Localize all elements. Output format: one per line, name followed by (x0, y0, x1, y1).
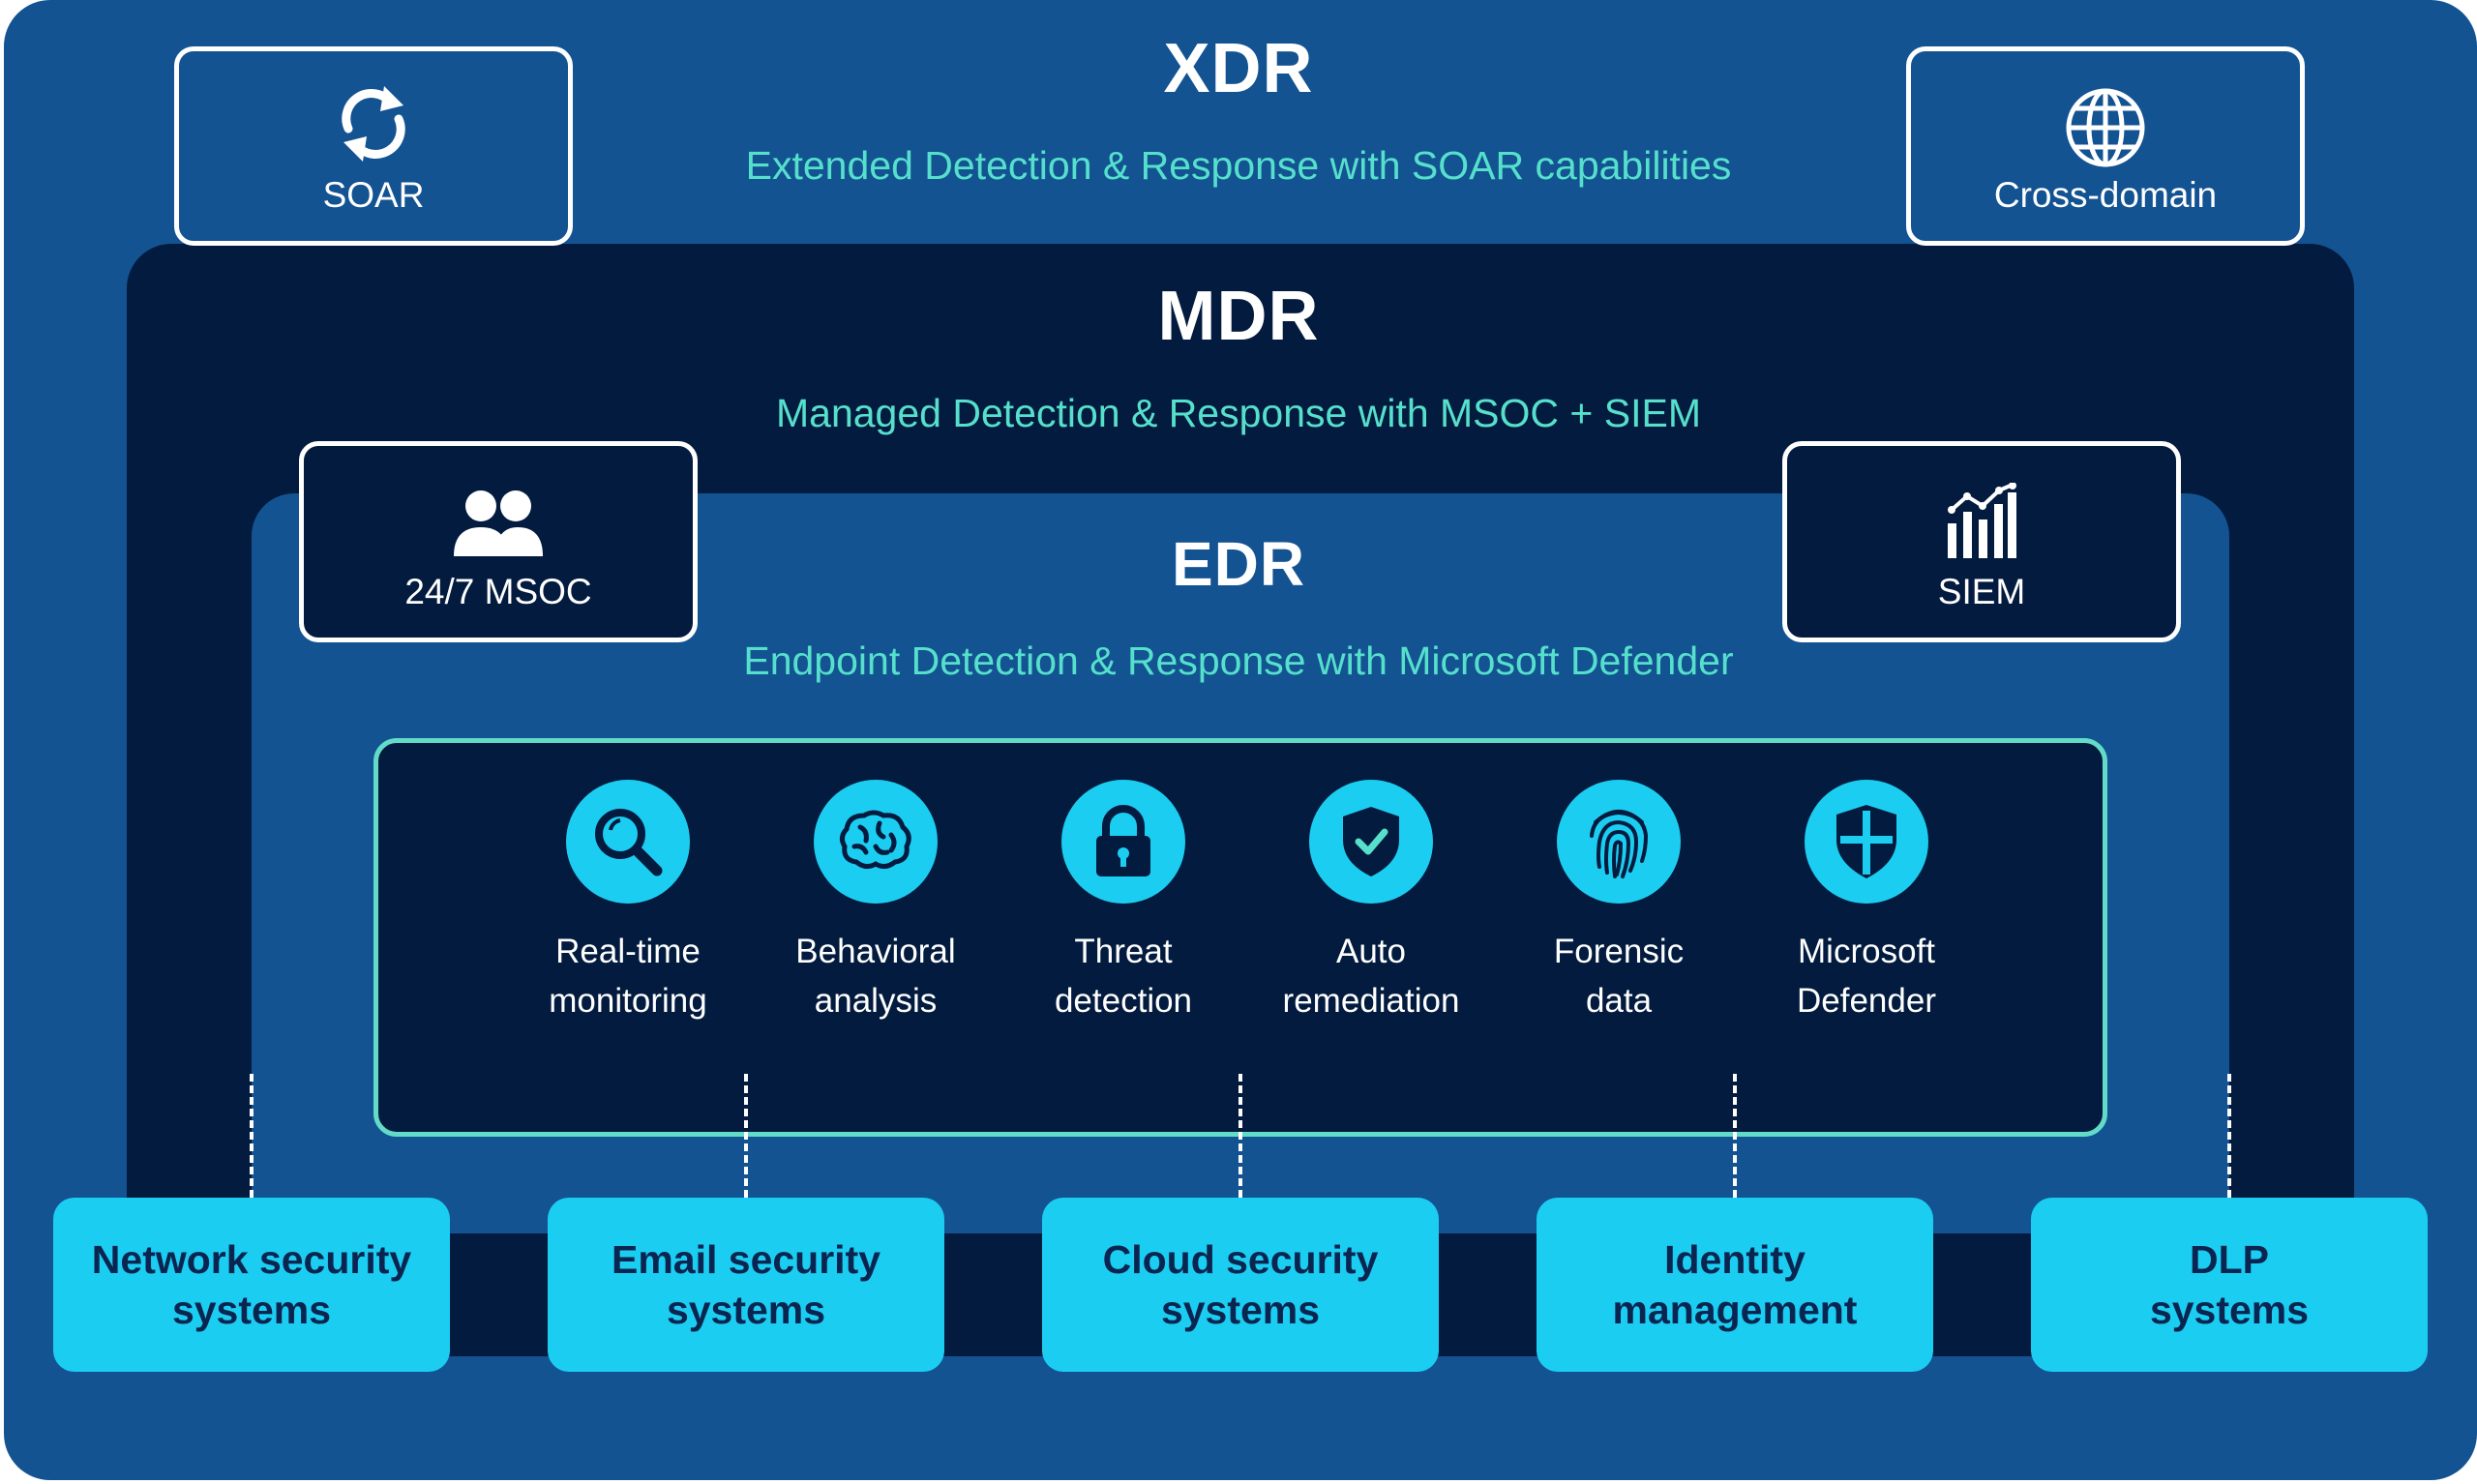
siem-box: SIEM (1782, 441, 2181, 642)
system-box-dlp: DLP systems (2031, 1198, 2428, 1372)
capability-label-line1: Threat (1074, 933, 1173, 970)
capability-item: Behavioral analysis (731, 780, 1021, 1025)
system-box-identity: Identity management (1537, 1198, 1933, 1372)
lock-icon (1061, 780, 1185, 904)
connector-line (744, 1074, 748, 1198)
edr-title: EDR (1171, 529, 1306, 599)
system-box-email: Email security systems (548, 1198, 944, 1372)
capability-item: Threat detection (978, 780, 1268, 1025)
magnifier-icon (566, 780, 690, 904)
system-label-line2: management (1612, 1288, 1858, 1332)
connector-line (2227, 1074, 2231, 1198)
edr-subtitle: Endpoint Detection & Response with Micro… (743, 638, 1734, 683)
siem-label: SIEM (1937, 572, 2026, 611)
fingerprint-icon (1557, 780, 1681, 904)
xdr-title: XDR (1163, 30, 1314, 107)
mdr-title: MDR (1157, 278, 1320, 355)
connector-line (1733, 1074, 1737, 1198)
sync-arrows-icon (334, 80, 413, 176)
capability-label-line2: Defender (1797, 982, 1936, 1020)
xdr-subtitle: Extended Detection & Response with SOAR … (745, 143, 1732, 188)
connector-line (1238, 1074, 1242, 1198)
system-label-line2: systems (666, 1288, 826, 1332)
brain-icon (814, 780, 938, 904)
capability-label-line1: Auto (1336, 933, 1406, 970)
capability-item: Forensic data (1474, 780, 1764, 1025)
capability-label-line2: analysis (814, 982, 938, 1020)
system-label-line1: DLP (2190, 1237, 2269, 1282)
capability-item: Real-time monitoring (483, 780, 773, 1025)
system-box-network: Network security systems (53, 1198, 450, 1372)
capability-label-line2: remediation (1282, 982, 1460, 1020)
capability-label-line1: Microsoft (1798, 933, 1935, 970)
globe-icon (2064, 86, 2147, 178)
soar-label: SOAR (322, 175, 425, 215)
chart-icon (1946, 482, 2017, 567)
system-label-line2: systems (1160, 1288, 1321, 1332)
soar-box: SOAR (174, 46, 573, 246)
capability-label-line2: monitoring (549, 982, 707, 1020)
shield-cross-icon (1805, 780, 1928, 904)
system-label-line1: Cloud security (1102, 1237, 1379, 1282)
capability-label-line2: data (1585, 982, 1653, 1020)
system-box-cloud: Cloud security systems (1042, 1198, 1439, 1372)
cross-domain-box: Cross-domain (1906, 46, 2305, 246)
system-label-line2: systems (171, 1288, 332, 1332)
team-icon (452, 489, 545, 567)
capability-label-line1: Real-time (555, 933, 701, 970)
system-label-line1: Identity (1664, 1237, 1806, 1282)
capability-item: Auto remediation (1226, 780, 1516, 1025)
system-label-line1: Network security (91, 1237, 412, 1282)
msoc-label: 24/7 MSOC (404, 572, 592, 611)
capability-label-line1: Forensic (1553, 933, 1685, 970)
system-label-line2: systems (2149, 1288, 2310, 1332)
msoc-box: 24/7 MSOC (299, 441, 698, 642)
system-label-line1: Email security (611, 1237, 881, 1282)
mdr-subtitle: Managed Detection & Response with MSOC +… (776, 391, 1701, 435)
capability-label-line2: detection (1054, 982, 1193, 1020)
capability-label-line1: Behavioral (795, 933, 956, 970)
connector-line (250, 1074, 254, 1198)
shield-check-icon (1309, 780, 1433, 904)
cross-domain-label: Cross-domain (1993, 175, 2218, 215)
